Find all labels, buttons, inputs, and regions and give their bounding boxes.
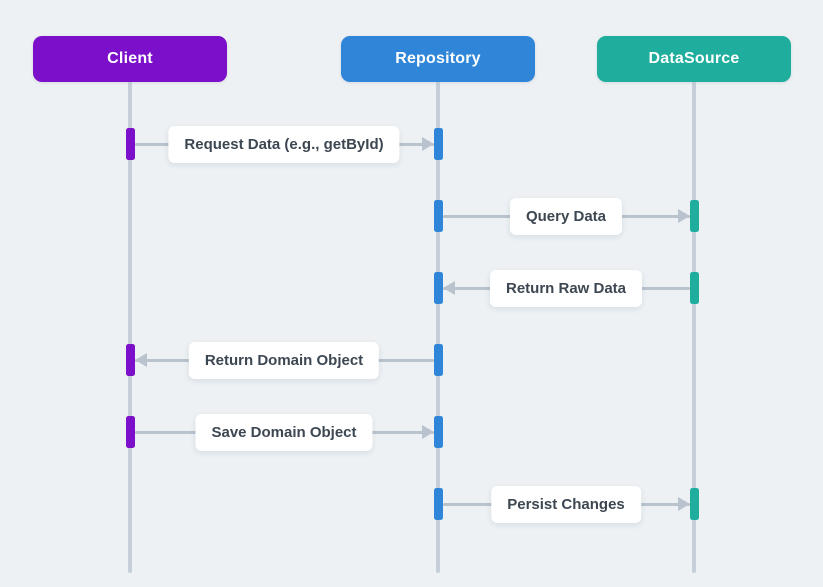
arrow-head-icon <box>677 209 690 223</box>
message-label: Query Data <box>509 198 623 235</box>
lifeline-repository <box>436 82 440 573</box>
activation-bar <box>433 344 443 376</box>
activation-bar <box>689 272 699 304</box>
message-label: Request Data (e.g., getById) <box>168 126 400 163</box>
lifeline-datasource <box>692 82 696 573</box>
lifeline-client <box>128 82 132 573</box>
actor-datasource: DataSource <box>597 36 791 82</box>
actor-label: Repository <box>395 50 481 67</box>
arrow-head-icon <box>134 353 147 367</box>
activation-bar <box>125 416 135 448</box>
actor-label: DataSource <box>648 50 740 67</box>
activation-bar <box>433 272 443 304</box>
message-label: Return Domain Object <box>188 342 380 379</box>
activation-bar <box>689 488 699 520</box>
arrow-head-icon <box>442 281 455 295</box>
activation-bar <box>433 128 443 160</box>
activation-bar <box>433 416 443 448</box>
activation-bar <box>125 128 135 160</box>
activation-bar <box>433 488 443 520</box>
arrow-head-icon <box>677 497 690 511</box>
message-label: Return Raw Data <box>489 270 643 307</box>
actor-client: Client <box>33 36 227 82</box>
message-label: Save Domain Object <box>195 414 373 451</box>
arrow-head-icon <box>421 425 434 439</box>
activation-bar <box>433 200 443 232</box>
actor-repository: Repository <box>341 36 535 82</box>
actor-label: Client <box>107 50 153 67</box>
arrow-head-icon <box>421 137 434 151</box>
activation-bar <box>125 344 135 376</box>
message-label: Persist Changes <box>491 486 641 523</box>
activation-bar <box>689 200 699 232</box>
